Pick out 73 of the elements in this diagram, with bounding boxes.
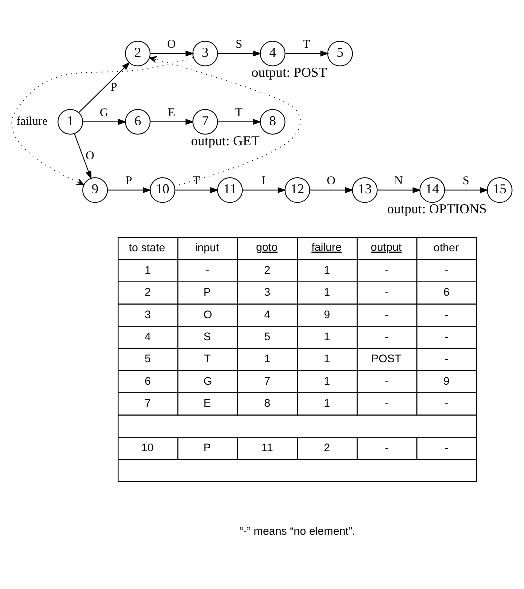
edge-label: O — [167, 36, 176, 51]
label: 9 — [444, 376, 450, 388]
label: - — [385, 442, 389, 454]
label: - — [385, 309, 389, 322]
edge-label: P — [110, 80, 118, 94]
node-label: output: POST — [252, 65, 328, 80]
label: 1 — [144, 264, 152, 277]
edge-label: I — [262, 174, 266, 188]
label: 4 — [144, 332, 152, 344]
label: - — [444, 398, 449, 410]
label: 2 — [324, 442, 330, 454]
label: - — [444, 264, 449, 277]
label: POST — [371, 354, 402, 366]
label: - — [444, 442, 449, 454]
label: 1 — [324, 354, 330, 366]
label: E — [204, 398, 212, 410]
edge-label: O — [327, 174, 336, 188]
label: 1 — [324, 398, 330, 410]
label: other — [434, 242, 460, 255]
label: “-” means “no element”. — [240, 526, 356, 538]
label: 1 — [324, 287, 330, 300]
label: 1 — [324, 264, 330, 277]
edge-label: G — [100, 105, 109, 120]
label: goto — [256, 242, 278, 254]
label: O — [204, 309, 212, 322]
label: 5 — [144, 354, 152, 366]
label: failure — [312, 242, 342, 254]
edge-label: S — [236, 36, 242, 51]
label: 4 — [264, 309, 271, 322]
label: 10 — [141, 442, 154, 454]
label: 7 — [144, 398, 152, 410]
label: 2 — [264, 264, 271, 277]
label: 7 — [264, 376, 271, 388]
label: - — [444, 309, 449, 322]
label: G — [204, 376, 212, 388]
edge-label: S — [462, 174, 470, 188]
edge-label: O — [86, 148, 95, 162]
edge-label: P — [126, 174, 132, 188]
label: - — [385, 332, 389, 344]
node-label: output: GET — [191, 133, 260, 148]
label: 9 — [324, 309, 330, 322]
edge-label: T — [302, 36, 310, 51]
label: 3 — [144, 309, 152, 322]
label: - — [444, 332, 449, 344]
label: T — [204, 354, 211, 366]
label: output — [371, 242, 402, 254]
edge-label: T — [192, 174, 200, 188]
label: input — [195, 242, 220, 255]
edge-label: N — [394, 174, 404, 188]
edge-label: E — [168, 105, 176, 120]
label: 6 — [144, 376, 152, 388]
label: 8 — [264, 398, 271, 410]
label: - — [444, 354, 449, 366]
label: 1 — [264, 354, 271, 366]
label: P — [204, 287, 212, 300]
node-label: output: OPTIONS — [387, 202, 488, 217]
label: P — [204, 442, 212, 454]
label: 1 — [324, 376, 330, 388]
label: 3 — [264, 287, 271, 300]
label: 5 — [264, 332, 271, 344]
label: S — [204, 332, 212, 344]
label: 1 — [324, 332, 330, 344]
label: to state — [129, 242, 166, 255]
edge-label: failure — [16, 114, 48, 128]
label: 11 — [262, 442, 274, 454]
label: - — [385, 376, 389, 388]
label: - — [385, 398, 389, 410]
label: - — [206, 264, 210, 277]
label: 2 — [144, 287, 152, 300]
edge-label: T — [236, 105, 243, 120]
label: 6 — [444, 287, 450, 300]
label: - — [385, 264, 389, 277]
label: - — [385, 287, 389, 300]
